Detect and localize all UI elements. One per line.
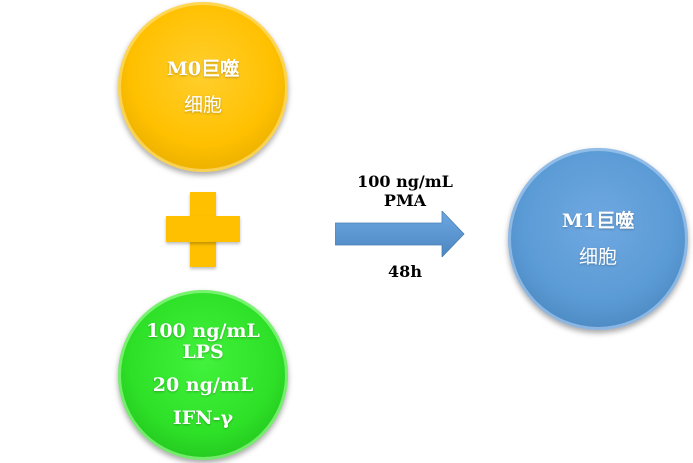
m1-macrophage-node: M1巨噬 细胞 <box>508 148 688 330</box>
pma-name: PMA <box>383 191 427 210</box>
lps-dose: 100 ng/mL <box>146 320 260 342</box>
pma-dose: 100 ng/mL <box>357 172 453 191</box>
ifn-name: IFN-γ <box>172 407 234 429</box>
m0-macrophage-node: M0巨噬 细胞 <box>118 2 288 172</box>
m0-label-line1: M0巨噬 <box>166 58 240 80</box>
m0-label-line2: 细胞 <box>183 94 222 116</box>
m1-label-line1: M1巨噬 <box>561 210 635 232</box>
m1-label-line2: 细胞 <box>578 246 617 268</box>
stimulus-node: 100 ng/mL LPS 20 ng/mL IFN-γ <box>118 290 288 460</box>
duration-label: 48h <box>388 262 422 281</box>
plus-icon-bar <box>166 216 240 242</box>
condition-label: 100 ng/mL PMA <box>340 172 470 210</box>
right-arrow-icon <box>335 211 465 257</box>
lps-name: LPS <box>182 341 224 363</box>
ifn-dose: 20 ng/mL <box>152 374 254 396</box>
